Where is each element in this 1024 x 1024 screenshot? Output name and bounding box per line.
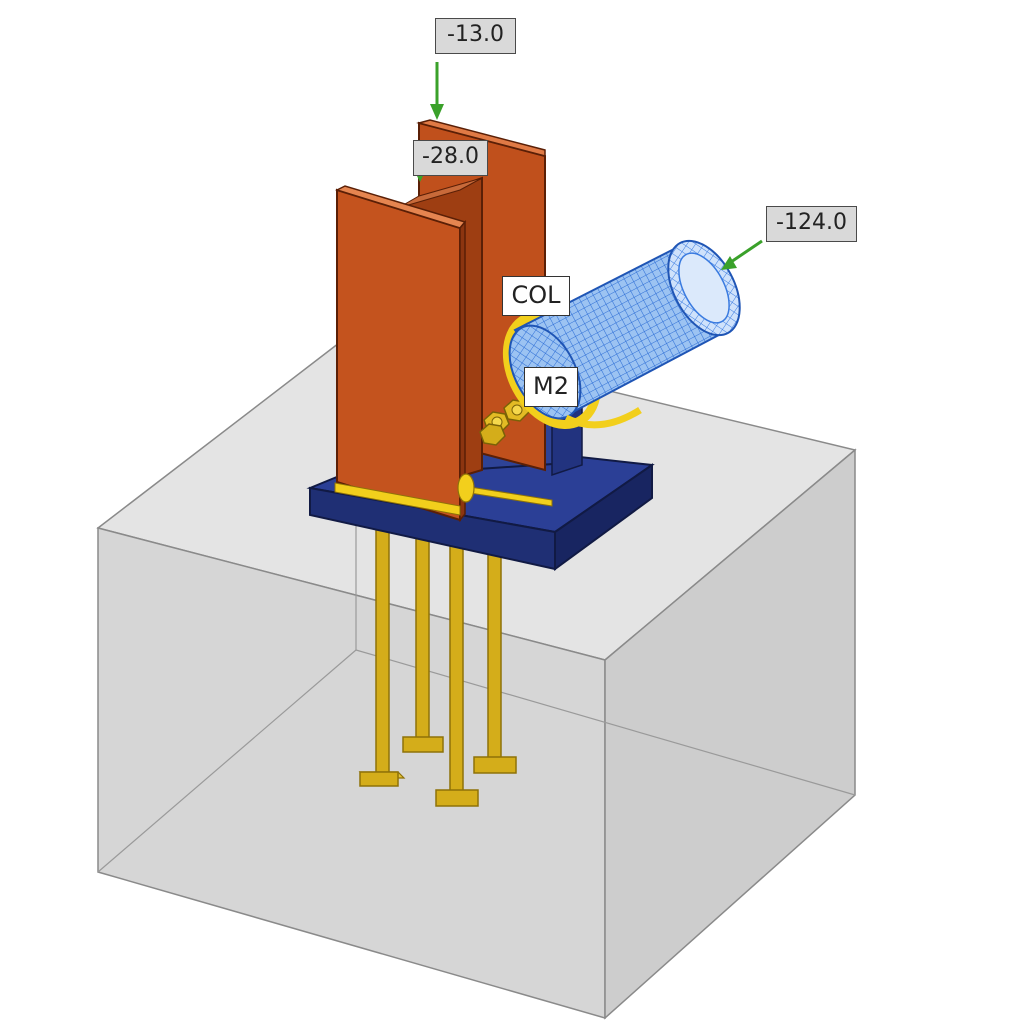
hex-bolt — [479, 411, 510, 446]
load-value-brace: -124.0 — [766, 206, 857, 242]
gusset-bolts — [479, 399, 530, 446]
load-arrow-top — [430, 62, 444, 120]
concrete-pedestal — [96, 329, 857, 1020]
steel-column — [334, 119, 546, 523]
load-value-top: -13.0 — [435, 18, 516, 54]
anchor-bolt — [435, 529, 479, 807]
member-label-column: COL — [502, 276, 570, 316]
anchor-bolt — [402, 519, 444, 753]
load-value-column: -28.0 — [413, 140, 488, 176]
member-label-m2: M2 — [524, 367, 578, 407]
welds — [334, 473, 553, 516]
load-arrow-brace — [721, 239, 763, 270]
